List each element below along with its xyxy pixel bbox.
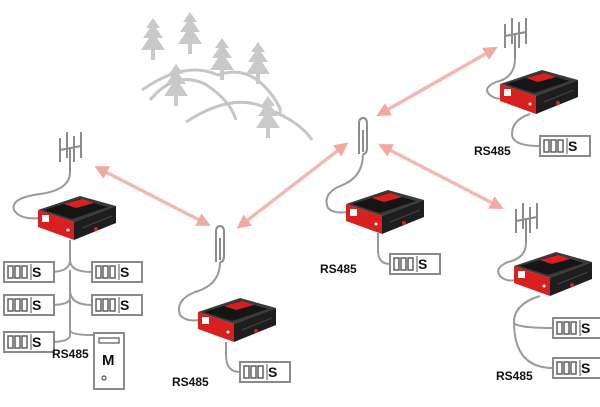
antenna-cable (486, 57, 516, 100)
link-center-to-top-right (376, 46, 498, 117)
rs485-label: RS485 (320, 262, 357, 276)
hill-back (141, 68, 282, 116)
slave-device-2: S (91, 261, 143, 283)
antenna-cable (12, 171, 71, 220)
trees (141, 12, 280, 138)
yagi-antenna-icon (504, 17, 527, 59)
rs485-bus-wire (510, 113, 541, 147)
hill-middle (148, 78, 238, 121)
slave-device: S (239, 361, 291, 383)
station-top-right: S RS485 (474, 17, 591, 158)
master-letter: M (102, 352, 115, 369)
slave-device: S (539, 135, 591, 157)
router-icon (499, 69, 579, 115)
router-icon (345, 189, 425, 235)
yagi-antenna-icon (59, 131, 82, 173)
rs485-bus-wires (49, 240, 93, 343)
slave-letter: S (120, 264, 129, 280)
station-center: S RS485 (320, 117, 441, 276)
slave-device-5: S (3, 331, 55, 353)
link-center-left-to-center (236, 142, 349, 229)
slave-device-2: S (552, 357, 600, 379)
yagi-antenna-icon (515, 202, 538, 244)
tree-4 (246, 42, 270, 84)
link-center-to-bottom-right (378, 144, 504, 209)
link-left-to-center-left (94, 166, 211, 226)
slave-letter: S (568, 138, 577, 154)
master-pc-tower: M (92, 332, 125, 390)
slave-letter: S (418, 256, 427, 272)
slave-letter: S (581, 320, 590, 336)
slave-letter: S (32, 297, 41, 313)
tree-1 (141, 18, 165, 60)
slave-device-4: S (91, 294, 143, 316)
antenna-cable (325, 153, 364, 214)
station-bottom-right: S S RS485 (496, 202, 600, 383)
slave-letter: S (32, 334, 41, 350)
slave-letter: S (32, 264, 41, 280)
wireless-links (94, 46, 504, 229)
omni-antenna-icon (358, 117, 368, 155)
rs485-bus-wire (225, 342, 241, 373)
station-left: S S S S S M RS485 (3, 131, 143, 390)
slave-device-3: S (3, 294, 55, 316)
hill-front (185, 100, 314, 141)
rs485-label: RS485 (172, 375, 209, 389)
slave-device-1: S (3, 261, 55, 283)
rs485-label: RS485 (496, 369, 533, 383)
rs485-label: RS485 (474, 144, 511, 158)
slave-device-1: S (552, 317, 600, 339)
slave-device: S (389, 253, 441, 275)
slave-letter: S (120, 297, 129, 313)
router-icon (513, 251, 593, 297)
rs485-bus-wires (512, 295, 554, 369)
slave-letter: S (581, 360, 590, 376)
rs485-label: RS485 (52, 347, 89, 361)
router-icon (197, 297, 277, 343)
antenna-cable (497, 242, 527, 282)
tree-2 (178, 12, 202, 54)
station-center-left: S RS485 (172, 225, 291, 389)
omni-antenna-icon (215, 225, 225, 263)
antenna-cable (178, 261, 221, 322)
slave-letter: S (268, 364, 277, 380)
hills-landscape (141, 68, 314, 141)
router-icon (37, 195, 117, 241)
rs485-bus-wire (377, 232, 391, 265)
